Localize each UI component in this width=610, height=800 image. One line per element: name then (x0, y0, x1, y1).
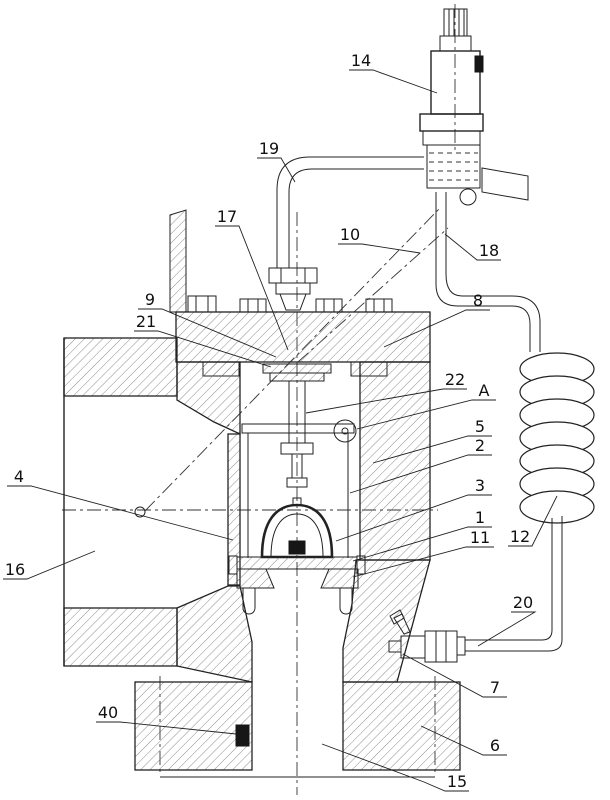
callout-18: 18 (479, 241, 499, 260)
callout-14: 14 (351, 51, 371, 70)
leader-15 (321, 743, 469, 792)
seat-ring-right-11 (320, 568, 359, 589)
sensing-point-circle (134, 506, 146, 518)
disc-insert (288, 540, 306, 555)
actuator-bracket (481, 167, 529, 201)
seat-ring-left-11 (236, 568, 275, 589)
disc-dome-3 (260, 503, 334, 559)
seat-bolt-left (242, 588, 256, 615)
seat-plate-1 (236, 556, 358, 570)
pilot-actuator (419, 8, 529, 206)
seal-stack-9 (262, 363, 332, 374)
leader-18 (444, 233, 501, 261)
leader-22 (305, 388, 467, 414)
coil-12 (519, 352, 595, 524)
callout-5: 5 (475, 417, 485, 436)
inlet-flange-bottom-16 (63, 607, 178, 667)
seat-bolt-right (339, 588, 353, 615)
callout-1: 1 (475, 508, 485, 527)
inlet-flange-top (63, 337, 178, 397)
leader-3 (335, 494, 492, 542)
detail-circle-A (333, 419, 357, 443)
liner-flange-5 (241, 423, 355, 434)
leader-8 (383, 309, 490, 348)
bonnet-8 (175, 311, 431, 363)
callout-leaders (3, 69, 558, 792)
pilot-tube-18 (435, 192, 541, 352)
leader-6 (420, 725, 507, 756)
valve-body (63, 311, 461, 778)
gauge-bracket (169, 209, 187, 313)
callout-labels: 14 19 17 10 18 9 21 8 22 A 5 2 3 1 11 12… (5, 51, 533, 791)
bonnet-bolts (169, 209, 393, 313)
pilot-fitting-17 (268, 267, 318, 311)
callout-7: 7 (490, 678, 500, 697)
callout-15: 15 (447, 772, 467, 791)
leader-20 (477, 611, 537, 647)
callout-8: 8 (473, 291, 483, 310)
leader-21 (134, 330, 272, 368)
pilot-tube-20 (465, 516, 563, 652)
marker-block-40 (235, 724, 250, 747)
callout-17: 17 (217, 207, 237, 226)
callout-A: A (479, 381, 490, 400)
body-upper-left-wall (176, 361, 241, 436)
leader-19 (257, 157, 296, 183)
leader-16 (3, 550, 96, 580)
chamber-left-wall-4 (227, 433, 241, 586)
outlet-flange-left-6 (134, 681, 253, 771)
leader-12 (508, 495, 558, 547)
callout-40: 40 (98, 703, 118, 722)
leader-11 (352, 546, 494, 578)
leader-1 (352, 526, 492, 562)
valve-internals (228, 363, 366, 615)
callout-11: 11 (470, 528, 490, 547)
leader-10 (338, 243, 421, 254)
callout-12: 12 (510, 527, 530, 546)
leader-17 (215, 225, 289, 351)
outlet-flange-right (342, 681, 461, 771)
seal-stack-21 (269, 372, 325, 382)
callout-10: 10 (340, 225, 360, 244)
callout-21: 21 (136, 312, 156, 331)
leader-2 (349, 454, 492, 494)
callout-16: 16 (5, 560, 25, 579)
leader-14 (349, 69, 438, 94)
callout-3: 3 (475, 476, 485, 495)
leader-A (356, 399, 496, 430)
callout-20: 20 (513, 593, 533, 612)
leader-40 (96, 721, 237, 735)
callout-22: 22 (445, 370, 465, 389)
leader-5 (372, 435, 492, 464)
actuator-terminal-block (474, 55, 484, 73)
body-right-wall (359, 361, 431, 561)
bracket-knob (459, 188, 477, 206)
callout-19: 19 (259, 139, 279, 158)
callout-9: 9 (145, 290, 155, 309)
leader-4 (7, 485, 234, 541)
callout-4: 4 (14, 467, 24, 486)
leader-7 (402, 653, 507, 698)
callout-2: 2 (475, 436, 485, 455)
leader-9 (138, 308, 277, 358)
callout-6: 6 (490, 736, 500, 755)
